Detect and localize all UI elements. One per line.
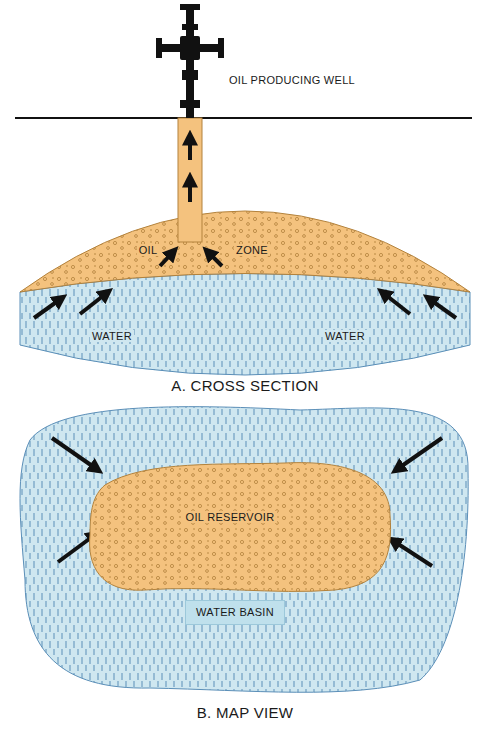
water-label: WATER [90,330,134,343]
node-text: WATER BASIN [196,606,274,619]
water-basin-box: WATER BASIN [185,600,285,625]
oil-reservoir: OIL RESERVOIR [85,455,395,595]
reservoir-outline [85,455,395,595]
well-label: OIL PRODUCING WELL [227,74,357,87]
node-text: OIL RESERVOIR [183,511,278,524]
zone-label: OIL [137,244,160,257]
zone-label: ZONE [234,244,270,257]
view-caption: A. CROSS SECTION [169,377,320,394]
view-caption: B. MAP VIEW [195,704,295,721]
water-label: WATER [323,330,367,343]
